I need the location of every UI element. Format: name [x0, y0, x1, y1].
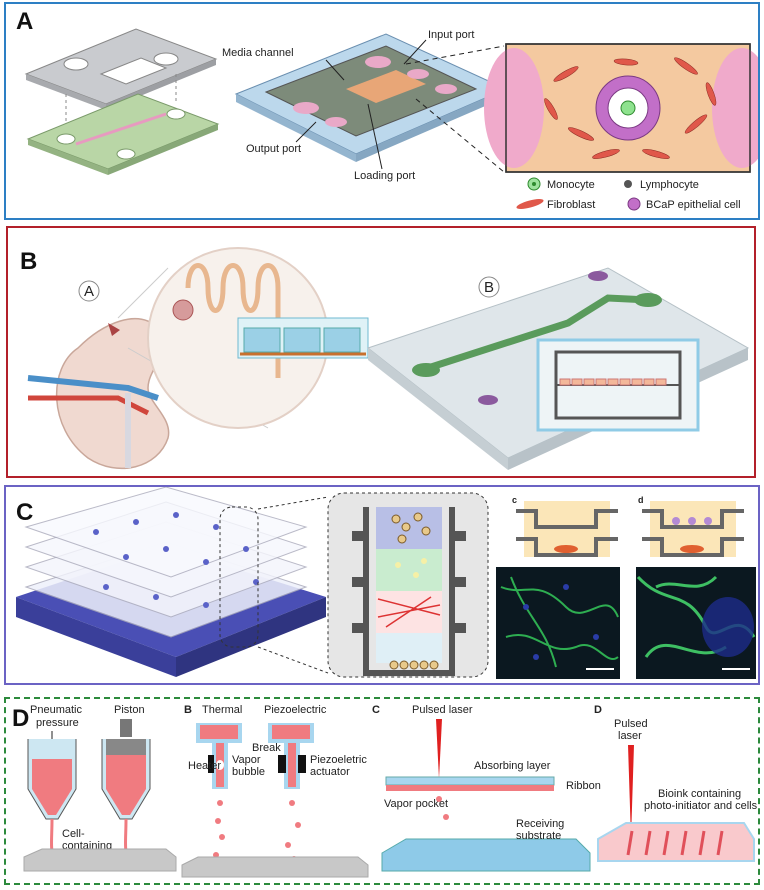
piezo-actuator-label-1: Piezoeletric	[310, 754, 367, 766]
panel-d: D Pneumatic pressure Piston Cell- contai…	[4, 697, 760, 885]
piston-label: Piston	[114, 704, 145, 716]
panel-a-label: A	[16, 8, 34, 35]
ribbon-label: Ribbon	[566, 780, 601, 792]
receiving-substrate-label-2: substrate	[516, 830, 561, 842]
pulsed-laser-d-label-1: Pulsed	[614, 718, 648, 730]
schematic-c: c	[512, 495, 618, 557]
small-label-d: d	[638, 495, 644, 505]
panel-b-figure: A B	[27, 247, 750, 470]
legend-bcap: BCaP epithelial cell	[646, 199, 741, 211]
cell-legend: Monocyte Lymphocyte Fibroblast BCaP epit…	[516, 177, 741, 211]
pneumatic-label-1: Pneumatic	[30, 704, 82, 716]
receiving-substrate-label-1: Receiving	[516, 818, 564, 830]
vapor-bubble-label-1: Vapor	[232, 754, 261, 766]
panel-a: A	[4, 2, 760, 220]
input-port-label: Input port	[428, 29, 474, 41]
extrusion-bioprinting: Pneumatic pressure Piston Cell- containi…	[23, 704, 177, 872]
chip-layer-bottom	[26, 93, 220, 175]
co-culture-inset	[484, 43, 758, 173]
bioink-photo-label-2: photo-initiator and cells	[644, 800, 758, 812]
panel-c-label: C	[16, 499, 34, 526]
panel-d-figure: Pneumatic pressure Piston Cell- containi…	[23, 704, 758, 878]
pulsed-laser-c-label: Pulsed laser	[412, 704, 473, 716]
absorbing-layer-label: Absorbing layer	[474, 760, 551, 772]
pneumatic-label-2: pressure	[36, 717, 79, 729]
kidney-chip: B	[366, 267, 750, 470]
sub-label-a: A	[84, 283, 94, 300]
thermal-label: Thermal	[202, 704, 242, 716]
piezo-actuator-label-2: actuator	[310, 766, 350, 778]
loading-port-label: Loading port	[354, 170, 415, 182]
pulsed-laser-d-label-2: laser	[618, 730, 642, 742]
stereolithography-bioprinting: D Pulsed laser Bioink containing photo-i…	[594, 704, 758, 862]
stacked-plates	[16, 487, 326, 677]
panel-d-label: D	[12, 705, 30, 732]
panel-b: B A	[6, 226, 756, 478]
sub-b-label: B	[184, 704, 192, 716]
sub-c-label: C	[372, 704, 380, 716]
panel-c: C	[4, 485, 760, 685]
sub-label-b: B	[484, 279, 494, 296]
legend-monocyte: Monocyte	[547, 179, 595, 191]
panel-a-figure: Media channel Input port Output port Loa…	[24, 28, 758, 211]
sub-d-label: D	[594, 704, 602, 716]
bioink-label-1: Cell-	[62, 828, 85, 840]
microscopy-image-d	[636, 567, 756, 679]
well-cross-section	[327, 492, 489, 678]
chip-layer-top	[24, 28, 218, 110]
vapor-bubble-label-2: bubble	[232, 766, 265, 778]
piezoelectric-label: Piezoelectric	[264, 704, 327, 716]
legend-fibroblast: Fibroblast	[547, 199, 595, 211]
vapor-pocket-label: Vapor pocket	[384, 798, 448, 810]
inkjet-bioprinting: B Thermal Piezoelectric Heater Vapor bub…	[181, 704, 369, 878]
laser-assisted-bioprinting: C Pulsed laser Absorbing layer Ribbon Va…	[372, 704, 601, 872]
assembled-chip	[234, 33, 508, 162]
panel-b-label: B	[20, 248, 38, 275]
media-channel-label: Media channel	[222, 47, 294, 59]
bioink-photo-label-1: Bioink containing	[658, 788, 741, 800]
microscopy-image-c	[496, 567, 620, 679]
panel-c-figure: c d	[16, 487, 756, 679]
small-label-c: c	[512, 495, 517, 505]
output-port-label: Output port	[246, 143, 301, 155]
heater-label: Heater	[188, 760, 221, 772]
legend-lymphocyte: Lymphocyte	[640, 179, 699, 191]
break-label: Break	[252, 742, 281, 754]
schematic-d: d	[638, 495, 744, 557]
nephron-zoom: A	[78, 247, 369, 429]
